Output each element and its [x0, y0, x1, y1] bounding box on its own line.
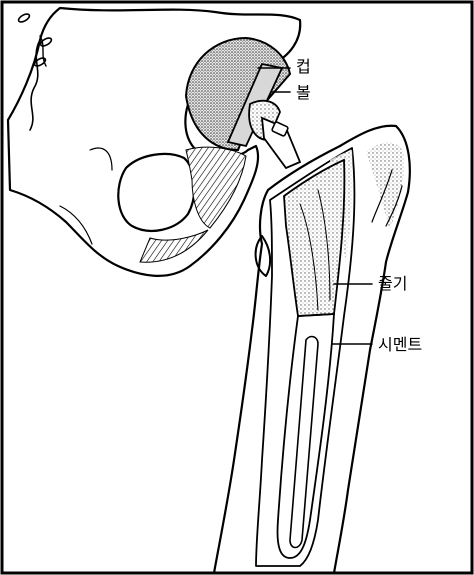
ball-label: 볼 [296, 83, 311, 102]
cement-label: 시멘트 [378, 335, 422, 354]
stem-label: 줄기 [378, 274, 407, 293]
cup-label: 컵 [296, 57, 311, 76]
